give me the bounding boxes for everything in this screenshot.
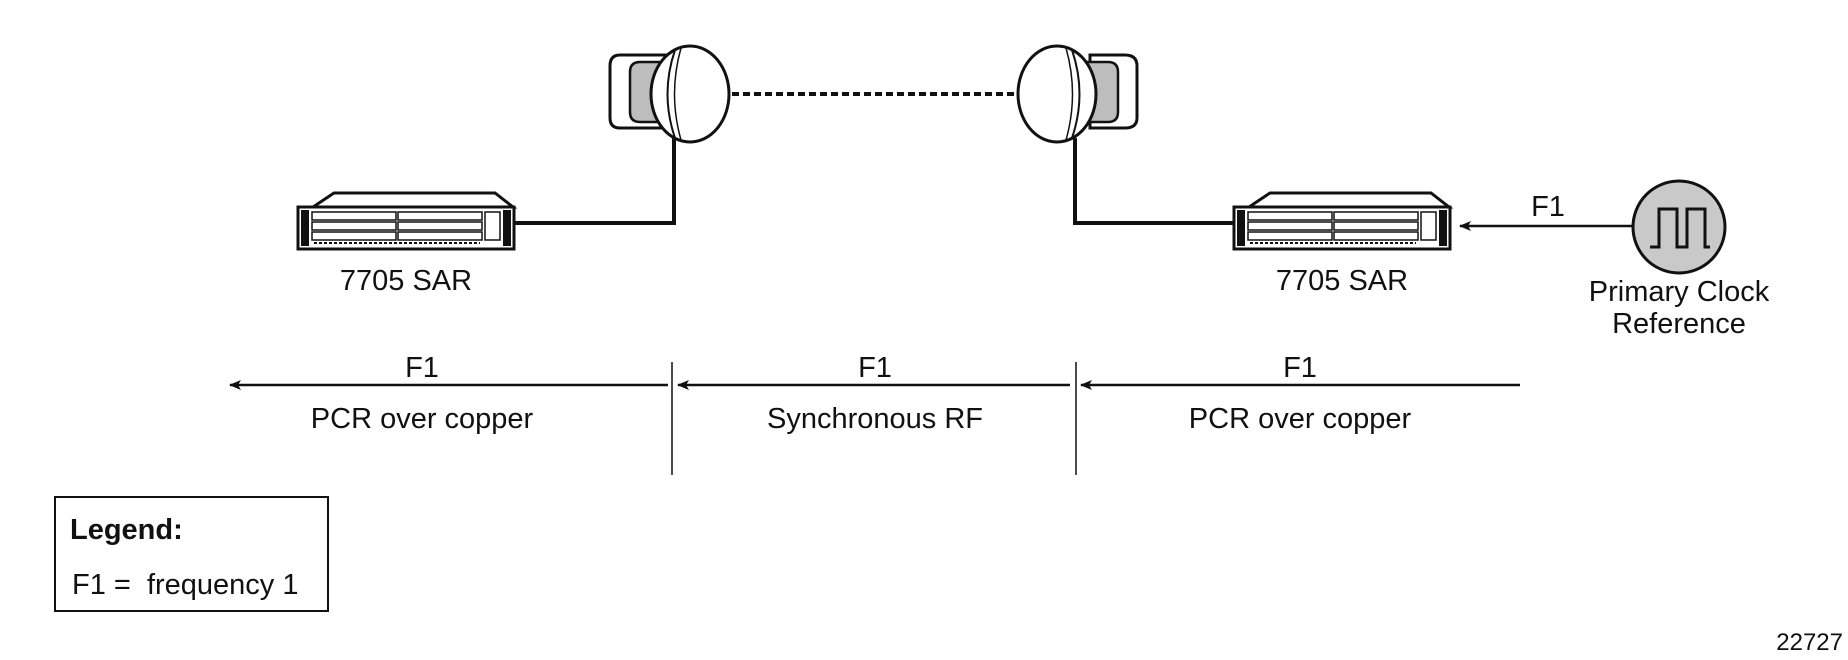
left-router-icon <box>296 191 518 251</box>
clock-label-line1: Primary Clock <box>1589 276 1770 308</box>
left-router-label: 7705 SAR <box>340 265 472 297</box>
right-router-icon <box>1232 191 1454 251</box>
segment-2-freq: F1 <box>858 352 892 384</box>
legend-title: Legend: <box>70 514 183 546</box>
segment-1-freq: F1 <box>405 352 439 384</box>
legend: Legend: F1 = frequency 1 <box>54 496 329 612</box>
segment-3-freq: F1 <box>1283 352 1317 384</box>
clock-input-label: F1 <box>1531 191 1565 223</box>
left-copper-cable <box>513 138 676 225</box>
right-microwave-dish-icon <box>1016 44 1139 144</box>
primary-clock-icon <box>1631 179 1727 275</box>
clock-label-line2: Reference <box>1612 308 1746 340</box>
left-microwave-dish-icon <box>608 44 731 144</box>
right-router-label: 7705 SAR <box>1276 265 1408 297</box>
segment-2-label: Synchronous RF <box>767 403 983 435</box>
figure-number: 22727 <box>1776 629 1843 656</box>
segment-1-label: PCR over copper <box>311 403 534 435</box>
legend-entry: F1 = frequency 1 <box>72 569 299 601</box>
segment-3-label: PCR over copper <box>1189 403 1412 435</box>
right-copper-cable <box>1073 138 1233 225</box>
